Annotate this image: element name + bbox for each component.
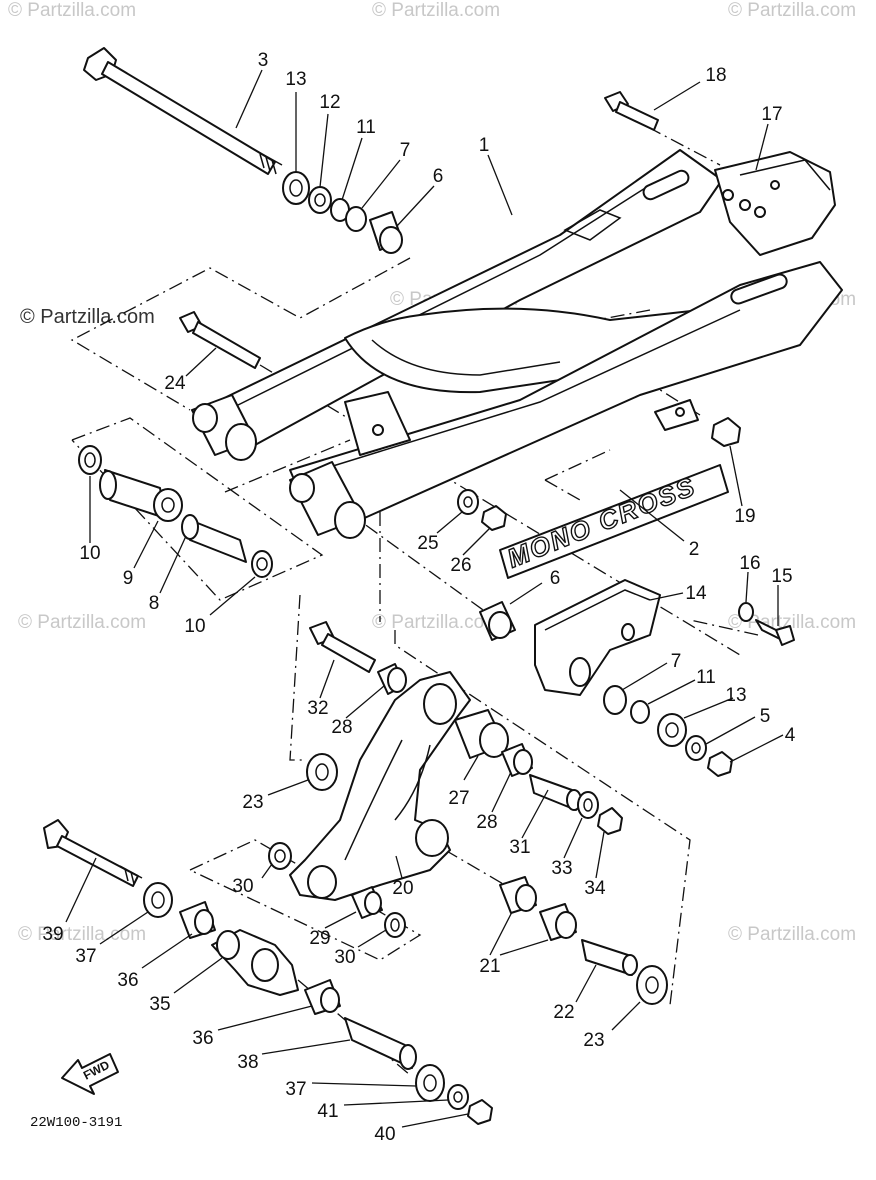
callout-8: 8 (149, 593, 160, 614)
watermark-text: © Partzilla.com (372, 612, 500, 633)
callout-9: 9 (123, 568, 134, 589)
callout-25: 25 (417, 533, 438, 554)
swingarm (191, 149, 843, 539)
callout-12: 12 (319, 92, 340, 113)
bolt-18 (604, 91, 659, 131)
callout-28: 28 (476, 812, 497, 833)
callout-2: 2 (689, 539, 700, 560)
callout-4: 4 (785, 725, 796, 746)
fwd-arrow: FWD (61, 1053, 119, 1095)
nut-19 (711, 417, 741, 447)
callout-36: 36 (192, 1028, 213, 1049)
bolt-24 (179, 311, 261, 369)
callout-17: 17 (761, 104, 782, 125)
washer-nut-25-26 (457, 489, 507, 531)
callout-15: 15 (771, 566, 792, 587)
watermark-text: © Partzilla.com (728, 0, 856, 21)
callout-5: 5 (760, 706, 771, 727)
bushing-set-left (78, 445, 273, 578)
watermark-text: © Partzilla.com (728, 924, 856, 945)
callout-16: 16 (739, 553, 760, 574)
chain-guide (714, 151, 836, 256)
watermark-text: © Partzilla.com (18, 924, 146, 945)
relay-lower-hardware (499, 876, 668, 1005)
callout-6: 6 (433, 166, 444, 187)
callout-33: 33 (551, 858, 572, 879)
callout-11: 11 (696, 667, 716, 688)
relay-arm (289, 671, 471, 901)
diagram-reference-code: 22W100-3191 (30, 1115, 122, 1131)
callout-29: 29 (309, 928, 330, 949)
callout-30: 30 (334, 947, 355, 968)
relay-front-hardware (268, 842, 406, 938)
callout-27: 27 (448, 788, 469, 809)
callout-30: 30 (232, 876, 253, 897)
callout-21: 21 (479, 956, 500, 977)
callout-10: 10 (79, 543, 100, 564)
callout-3: 3 (258, 50, 269, 71)
callout-13: 13 (285, 69, 306, 90)
leader-lines (65, 69, 784, 1128)
callout-32: 32 (307, 698, 328, 719)
callout-34: 34 (584, 878, 606, 899)
right-pivot-parts (479, 579, 795, 777)
callout-6: 6 (550, 568, 561, 589)
callout-40: 40 (374, 1124, 395, 1145)
callout-36: 36 (117, 970, 138, 991)
callout-39: 39 (42, 924, 63, 945)
callout-19: 19 (734, 506, 755, 527)
callout-13: 13 (725, 685, 746, 706)
decal-text: MONO CROSS (503, 471, 700, 574)
relay-upper-hardware (306, 621, 407, 791)
callout-7: 7 (400, 140, 411, 161)
callout-38: 38 (237, 1052, 258, 1073)
pivot-shaft (83, 47, 283, 175)
watermark-text: © Partzilla.com (18, 612, 146, 633)
mono-cross-decal: MONO CROSS (499, 464, 729, 579)
watermark-text: © Partzilla.com (8, 0, 136, 21)
callout-7: 7 (671, 651, 682, 672)
callout-23: 23 (583, 1030, 604, 1051)
callout-26: 26 (450, 555, 471, 576)
callout-labels: 3 13 12 11 7 6 1 18 17 24 10 9 8 10 25 2… (42, 50, 795, 1145)
relay-inner-hardware (454, 709, 623, 835)
callout-35: 35 (149, 994, 170, 1015)
callout-14: 14 (685, 583, 707, 604)
callout-37: 37 (285, 1079, 306, 1100)
callout-37: 37 (75, 946, 96, 967)
callout-41: 41 (317, 1101, 338, 1122)
callout-24: 24 (164, 373, 186, 394)
callout-20: 20 (392, 878, 413, 899)
connecting-rod-hardware (43, 819, 493, 1125)
callout-31: 31 (509, 837, 530, 858)
watermark-primary: © Partzilla.com (20, 306, 155, 328)
pivot-washers (282, 171, 403, 254)
callout-23: 23 (242, 792, 263, 813)
watermark-text: © Partzilla.com (372, 0, 500, 21)
callout-22: 22 (553, 1002, 574, 1023)
callout-1: 1 (479, 135, 490, 156)
callout-18: 18 (705, 65, 726, 86)
callout-11: 11 (356, 117, 376, 138)
callout-28: 28 (331, 717, 352, 738)
callout-10: 10 (184, 616, 205, 637)
